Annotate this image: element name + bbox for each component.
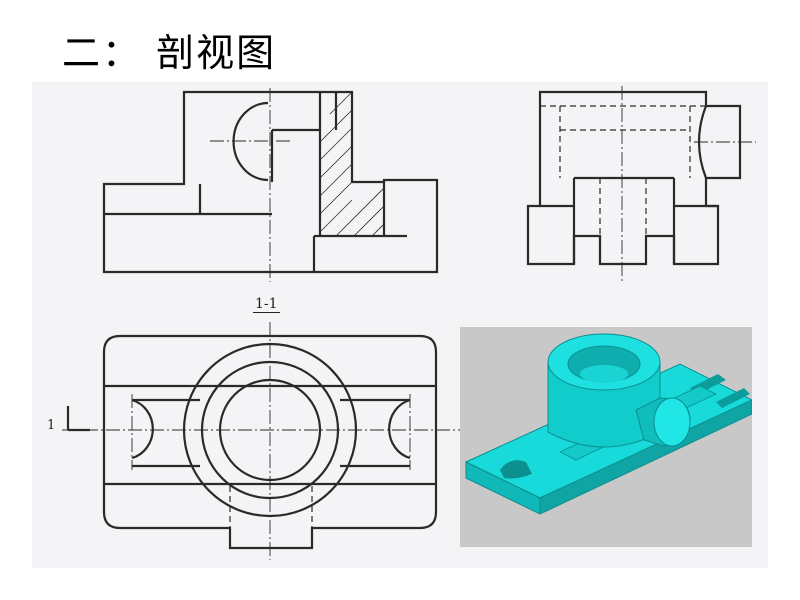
3d-part-illustration (464, 333, 752, 515)
section-label: 1-1 (253, 296, 280, 313)
cutting-plane-label: 1 (47, 418, 56, 433)
side-view (526, 86, 756, 282)
3d-render (460, 327, 752, 547)
front-section-view (102, 88, 439, 282)
top-view (62, 322, 462, 560)
slide-title: 二： 剖视图 (62, 31, 277, 75)
drawing-svg (62, 86, 756, 560)
engineering-drawing (32, 82, 768, 568)
